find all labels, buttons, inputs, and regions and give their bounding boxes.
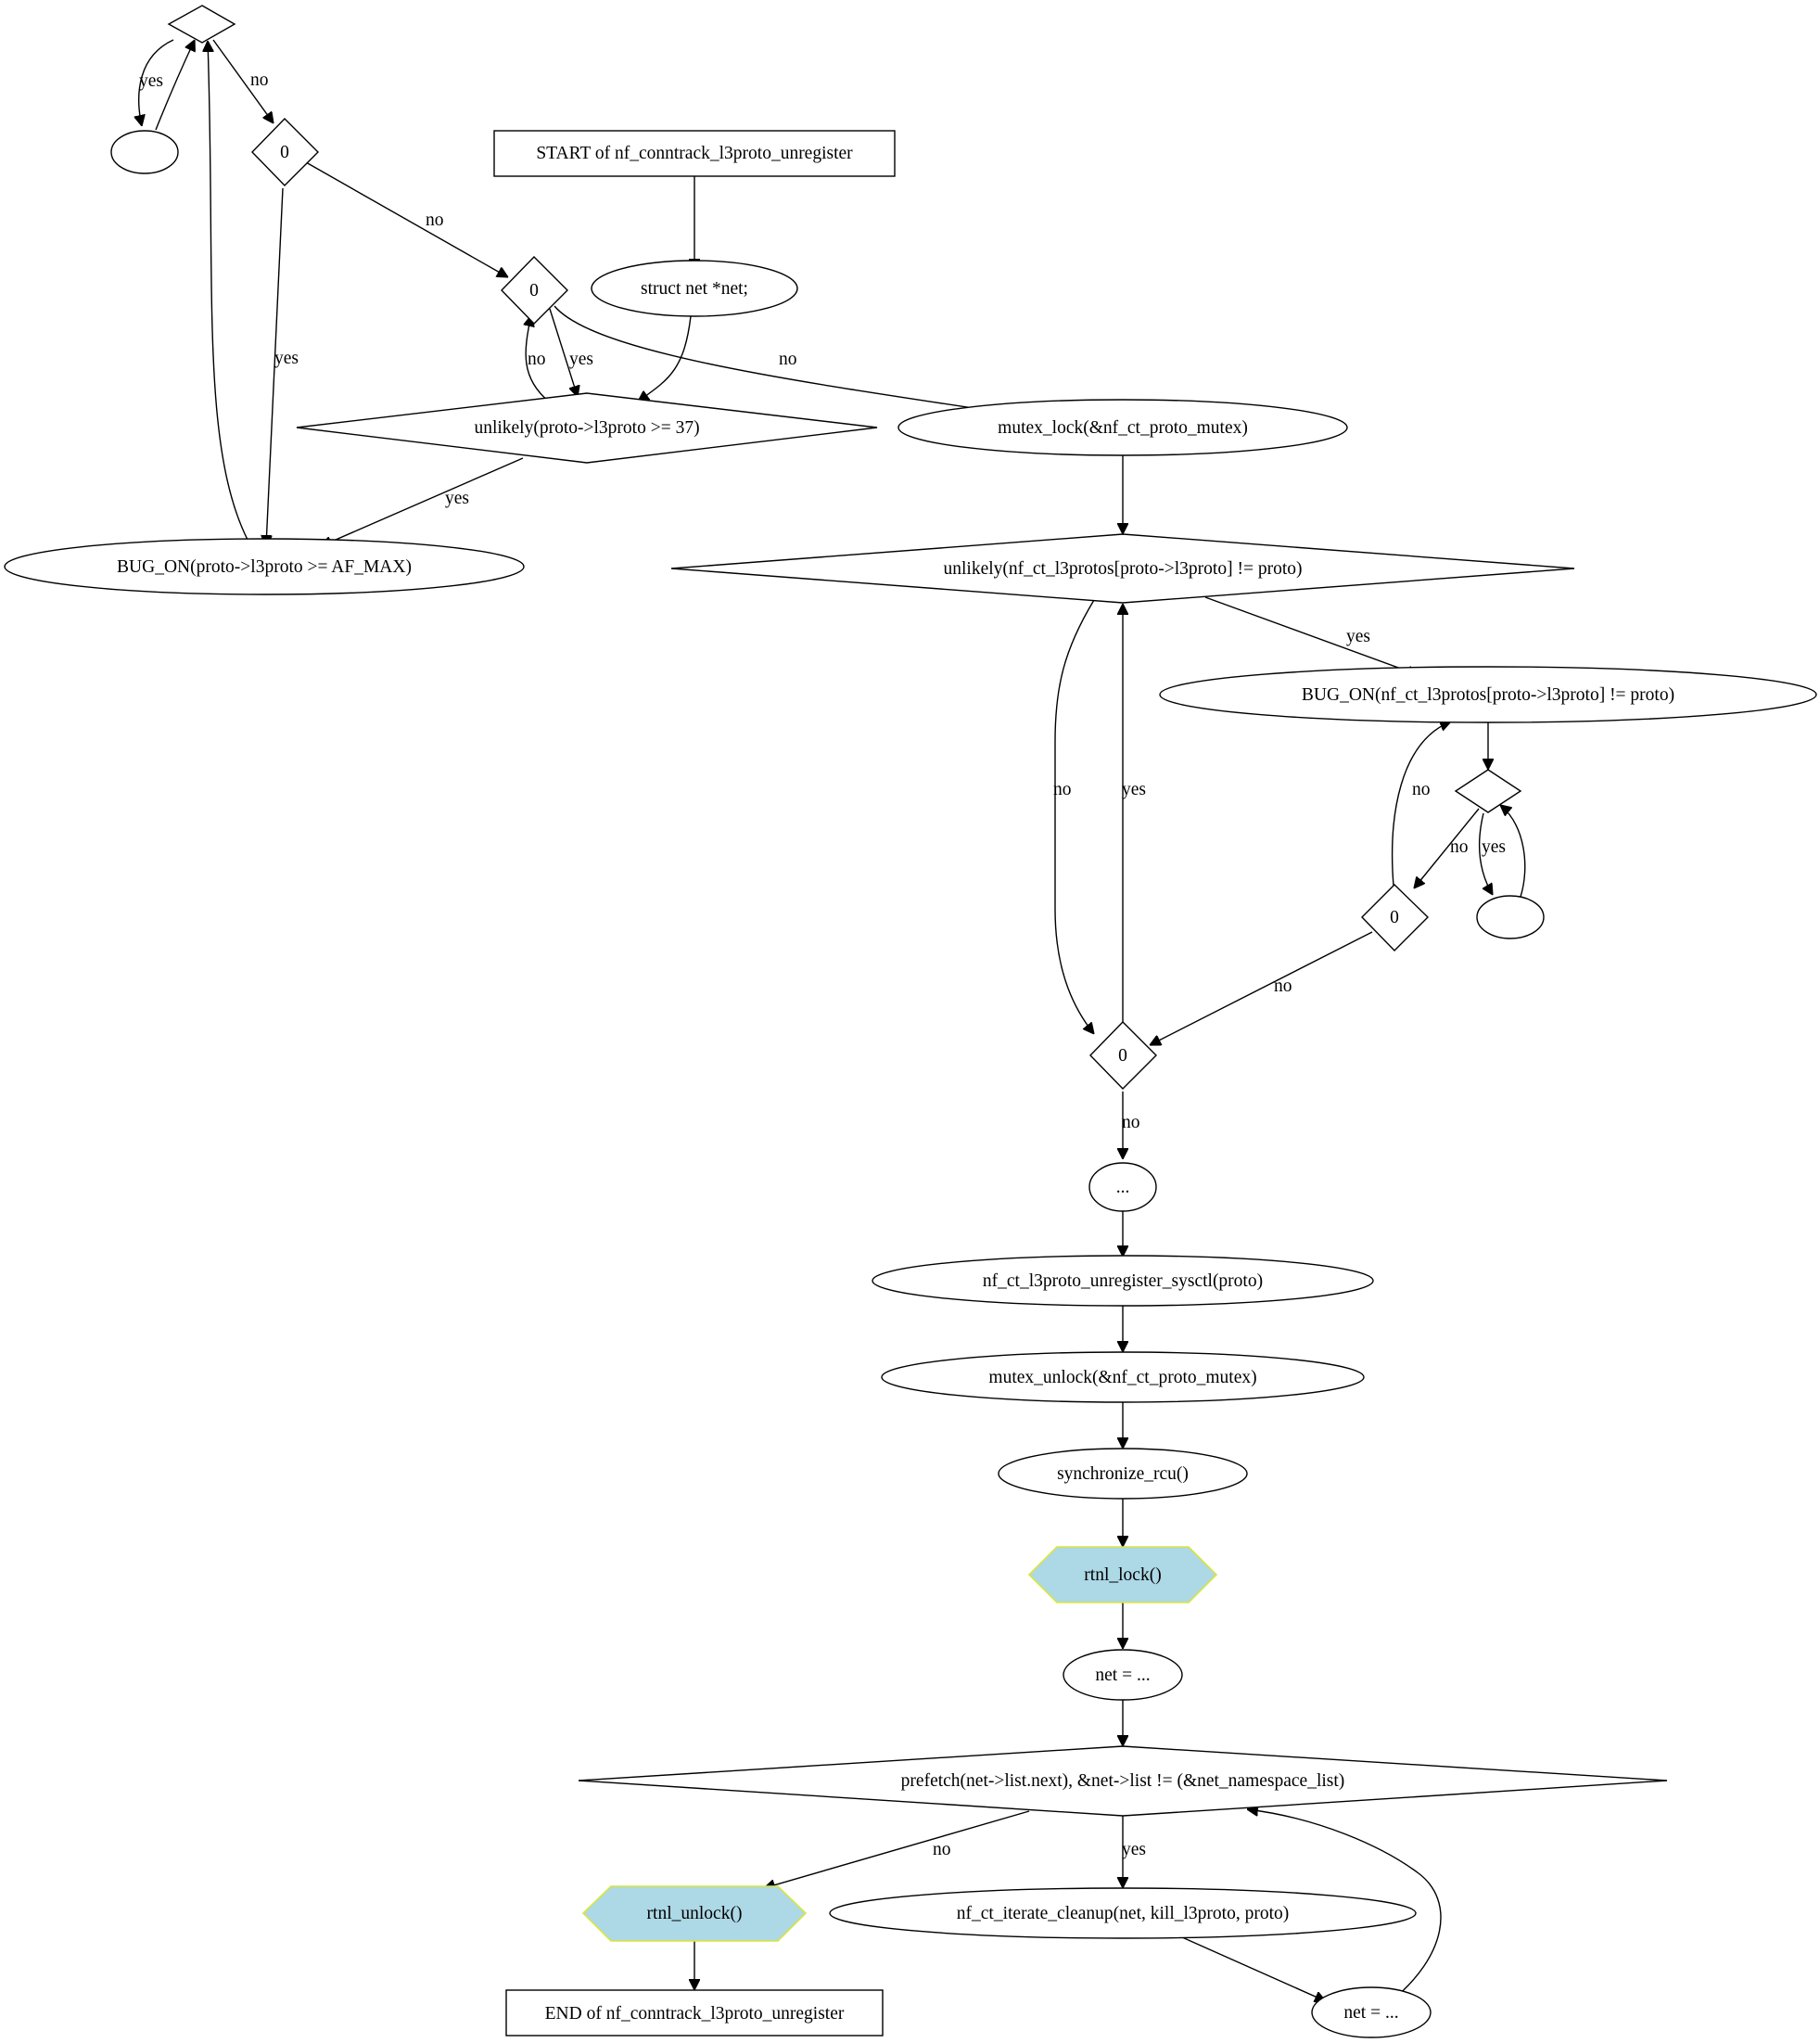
end-node: END of nf_conntrack_l3proto_unregister — [505, 1989, 884, 2037]
struct-net-node: struct net *net; — [591, 260, 798, 317]
node-label: nf_ct_iterate_cleanup(net, kill_l3proto,… — [957, 1904, 1289, 1923]
nodes: 0 START of nf_conntrack_l3proto_unregist… — [4, 5, 1817, 2038]
node-label: mutex_unlock(&nf_ct_proto_mutex) — [988, 1368, 1256, 1387]
node-label: nf_ct_l3proto_unregister_sysctl(proto) — [983, 1271, 1263, 1291]
edge-label: yes — [1122, 780, 1146, 799]
net-assign-node: net = ... — [1063, 1649, 1183, 1701]
edge-zero2-to-mutex — [554, 305, 998, 412]
start-node: START of nf_conntrack_l3proto_unregister — [493, 130, 896, 177]
edge-cond-to-zero2 — [526, 315, 550, 402]
edge-right-diamond-to-zero3 — [1414, 808, 1480, 888]
node-label: ... — [1116, 1178, 1130, 1197]
mutex-lock-node: mutex_lock(&nf_ct_proto_mutex) — [897, 399, 1348, 456]
edge-label: no — [1450, 837, 1469, 857]
rtnl-lock-node: rtnl_lock() — [1027, 1546, 1218, 1603]
decision-diamond — [167, 5, 236, 44]
unregister-sysctl-node: nf_ct_l3proto_unregister_sysctl(proto) — [872, 1255, 1374, 1307]
iterate-cleanup-node: nf_ct_iterate_cleanup(net, kill_l3proto,… — [829, 1887, 1417, 1939]
edge-label: no — [528, 350, 546, 369]
edge-label: yes — [1482, 837, 1506, 857]
node-label: 0 — [529, 281, 539, 300]
node-label: BUG_ON(proto->l3proto >= AF_MAX) — [117, 557, 412, 577]
node-label: unlikely(proto->l3proto >= 37) — [474, 418, 699, 438]
node-label: 0 — [1390, 908, 1399, 927]
rtnl-unlock-node: rtnl_unlock() — [581, 1885, 808, 1942]
ellipsis-node: ... — [1088, 1162, 1157, 1212]
node-label: net = ... — [1343, 2003, 1398, 2023]
node-label: net = ... — [1095, 1666, 1150, 1685]
edge-label: yes — [445, 489, 469, 508]
edge-label: no — [250, 70, 269, 90]
decision-zero-4: 0 — [1089, 1021, 1157, 1090]
edge-cond-protos-to-bugon-protos — [1204, 596, 1419, 675]
edge-right-diamond-to-circle — [1479, 812, 1493, 895]
node-label: rtnl_lock() — [1084, 1565, 1161, 1585]
edge-label: no — [1053, 780, 1072, 799]
net-assign-node: net = ... — [1311, 1986, 1432, 2038]
decision-zero-2: 0 — [501, 256, 568, 325]
decision-prefetch: prefetch(net->list.next), &net->list != … — [578, 1745, 1668, 1817]
edge-prefetch-to-rtnl-unlock — [764, 1810, 1030, 1888]
decision-zero-3: 0 — [1361, 884, 1429, 951]
edge-label: yes — [1346, 627, 1370, 646]
edge-label: yes — [274, 349, 299, 368]
edge-zero3-to-bugon-protos — [1391, 721, 1451, 887]
edge-cond-protos-to-zero4 — [1054, 599, 1094, 1034]
node-label: 0 — [280, 143, 289, 162]
edge-top-diamond-to-zero1 — [212, 39, 274, 123]
node-label: prefetch(net->list.next), &net->list != … — [901, 1771, 1345, 1791]
edges — [139, 39, 1526, 2002]
decision-diamond — [1454, 769, 1522, 813]
node-label: END of nf_conntrack_l3proto_unregister — [545, 2004, 845, 2024]
synchronize-node: synchronize_rcu() — [998, 1448, 1248, 1500]
empty-node — [1476, 895, 1545, 939]
node-label: START of nf_conntrack_l3proto_unregister — [536, 144, 853, 163]
edge-zero1-to-zero2 — [305, 161, 508, 277]
edge-struct-to-cond — [638, 315, 692, 402]
edge-bugon-max-to-top-diamond — [208, 41, 249, 543]
edge-label: no — [1122, 1113, 1140, 1132]
edge-top-diamond-to-circle — [139, 39, 174, 126]
decision-l3proto: unlikely(proto->l3proto >= 37) — [296, 392, 878, 464]
mutex-unlock-node: mutex_unlock(&nf_ct_proto_mutex) — [881, 1351, 1365, 1403]
edge-iterate-to-net2 — [1181, 1936, 1326, 2001]
edge-label: yes — [139, 71, 163, 91]
bug-on-max-node: BUG_ON(proto->l3proto >= AF_MAX) — [4, 538, 525, 595]
node-label: BUG_ON(nf_ct_l3protos[proto->l3proto] !=… — [1302, 685, 1674, 705]
node-label: struct net *net; — [641, 279, 748, 299]
edge-label: no — [1274, 977, 1292, 996]
edge-label: no — [426, 211, 444, 230]
decision-zero-1: 0 — [251, 118, 319, 186]
empty-node — [110, 130, 179, 174]
edge-labels: yes no no yes no yes no yes yes no yes n… — [139, 70, 1506, 1859]
node-label: synchronize_rcu() — [1057, 1464, 1189, 1484]
edge-right-circle-to-diamond — [1500, 805, 1526, 898]
edge-label: yes — [569, 350, 593, 369]
edge-label: yes — [1122, 1840, 1146, 1859]
edge-zero2-to-cond — [549, 308, 578, 397]
edge-cond-to-bugon-max — [321, 457, 524, 546]
node-label: rtnl_unlock() — [647, 1904, 743, 1923]
edge-zero1-to-bugon-max — [266, 187, 284, 546]
edge-net2-to-prefetch — [1247, 1809, 1442, 2002]
node-label: unlikely(nf_ct_l3protos[proto->l3proto] … — [943, 559, 1302, 579]
bug-on-protos-node: BUG_ON(nf_ct_l3protos[proto->l3proto] !=… — [1159, 666, 1817, 723]
node-label: mutex_lock(&nf_ct_proto_mutex) — [998, 418, 1248, 438]
node-label: 0 — [1118, 1046, 1127, 1066]
edge-zero3-to-zero4 — [1150, 931, 1373, 1046]
edge-label: no — [933, 1840, 951, 1859]
decision-protos: unlikely(nf_ct_l3protos[proto->l3proto] … — [670, 533, 1575, 604]
edge-label: no — [779, 350, 797, 369]
edge-top-circle-to-diamond — [155, 40, 195, 131]
edge-label: no — [1412, 780, 1431, 799]
